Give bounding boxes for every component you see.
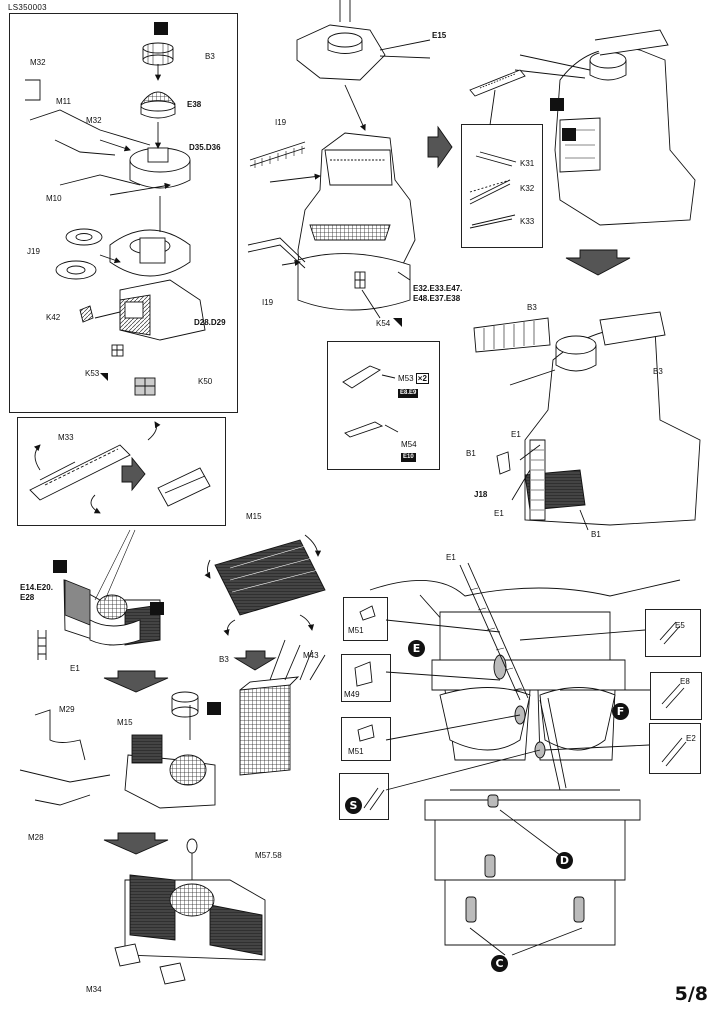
- panel-m51-detail-a: [343, 597, 388, 641]
- callout-m51-a: M51: [348, 626, 364, 635]
- part-tag-e8-e9-text: E8.E9: [398, 389, 419, 398]
- marker-d: D: [556, 852, 573, 869]
- callout-d35-d36: D35.D36: [189, 143, 221, 152]
- callout-b3-top: B3: [205, 52, 215, 61]
- callout-e8: E8: [680, 677, 690, 686]
- callout-e1-right-upper: E1: [511, 430, 521, 439]
- callout-m32-top: M32: [30, 58, 46, 67]
- quantity-badge: ×2: [415, 373, 429, 384]
- callout-k32: K32: [520, 184, 535, 193]
- callout-k54: K54: [376, 319, 391, 328]
- callout-m49: M49: [344, 690, 360, 699]
- callout-k50: K50: [198, 377, 213, 386]
- marker-c: C: [491, 955, 508, 972]
- callout-e14-e20: E14.E20.: [20, 583, 53, 592]
- callout-e28: E28: [20, 593, 35, 602]
- callout-m54: M54: [401, 440, 417, 449]
- callout-e2: E2: [686, 734, 696, 743]
- callout-e1-left: E1: [70, 664, 80, 673]
- callout-b3-mid: B3: [219, 655, 229, 664]
- callout-b1-lower: B1: [591, 530, 601, 539]
- callout-d28-d29: D28.D29: [194, 318, 226, 327]
- callout-m43: M43: [303, 651, 319, 660]
- callout-e38: E38: [187, 100, 202, 109]
- callout-e1-right-lower: E1: [494, 509, 504, 518]
- callout-i19-upper: I19: [275, 118, 287, 127]
- part-tag-e10-text: E10: [401, 453, 416, 462]
- callout-j19: J19: [27, 247, 40, 256]
- panel-e8-detail: [650, 672, 702, 720]
- callout-m57-58: M57.58: [255, 851, 282, 860]
- callout-m34: M34: [86, 985, 102, 994]
- callout-k31: K31: [520, 159, 535, 168]
- callout-k33: K33: [520, 217, 535, 226]
- callout-m53: M53 ×2: [398, 373, 429, 384]
- panel-e2-detail: [649, 723, 701, 774]
- marker-f: F: [612, 703, 629, 720]
- page-number: 5/8: [674, 983, 708, 1005]
- panel-m49-detail: [341, 654, 391, 702]
- callout-m32: M32: [86, 116, 102, 125]
- marker-s: S: [345, 797, 362, 814]
- callout-k53: K53: [85, 369, 100, 378]
- panel-top-left-bridge-assembly: [9, 13, 238, 413]
- callout-m33: M33: [58, 433, 74, 442]
- panel-m53-m54-detail: [327, 341, 440, 470]
- callout-k42: K42: [46, 313, 61, 322]
- callout-m15-grid: M15: [246, 512, 262, 521]
- callout-b1-upper: B1: [466, 449, 476, 458]
- callout-m28: M28: [28, 833, 44, 842]
- callout-m51-b: M51: [348, 747, 364, 756]
- callout-e5: E5: [675, 621, 685, 630]
- part-tag-e10: E10: [401, 451, 416, 462]
- callout-m10: M10: [46, 194, 62, 203]
- callout-m15: M15: [117, 718, 133, 727]
- marker-e: E: [408, 640, 425, 657]
- callout-m11: M11: [56, 97, 71, 106]
- panel-e5-detail: [645, 609, 701, 657]
- callout-e48-e37-e38: E48.E37.E38: [413, 294, 461, 303]
- part-tag-e8-e9: E8.E9: [398, 387, 419, 398]
- callout-b3-right: B3: [653, 367, 663, 376]
- panel-ladder-bracket-detail: [17, 417, 226, 526]
- callout-i19-lower: I19: [262, 298, 274, 307]
- callout-m53-text: M53: [398, 374, 414, 383]
- callout-e1-elevation: E1: [446, 553, 456, 562]
- callout-e15: E15: [432, 31, 447, 40]
- document-code: LS350003: [8, 3, 47, 12]
- callout-m29: M29: [59, 705, 75, 714]
- callout-e32-e33-e47: E32.E33.E47.: [413, 284, 463, 293]
- callout-j18: J18: [474, 490, 488, 499]
- callout-b3-right-top: B3: [527, 303, 537, 312]
